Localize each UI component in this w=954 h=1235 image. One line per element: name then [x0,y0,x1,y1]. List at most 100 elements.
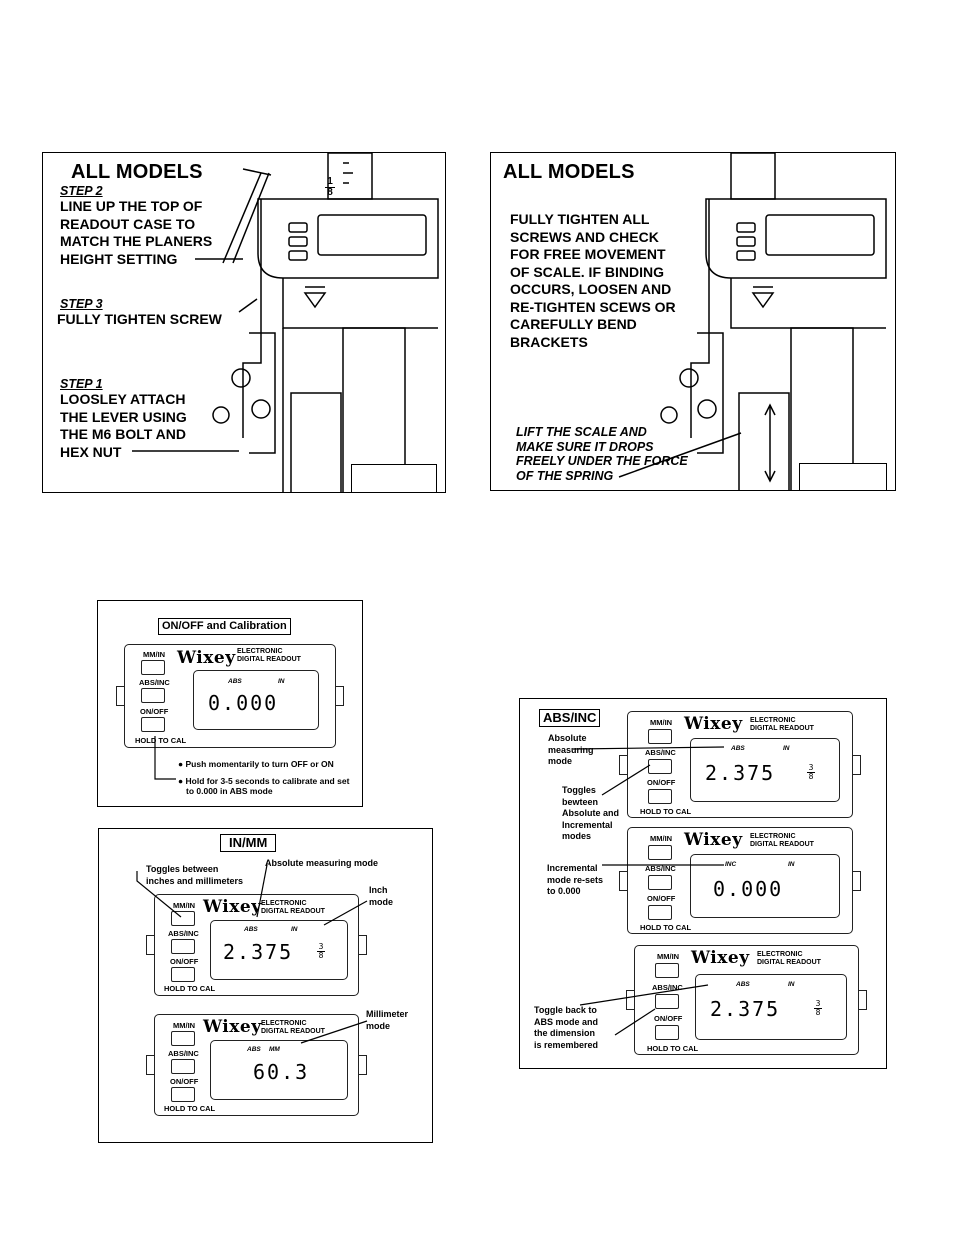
callout-line: Absolute [548,733,587,743]
lcd-display: ABS IN 2.375 3 8 [690,738,840,802]
lift-line: FREELY UNDER THE FORCE [516,454,688,468]
wixey-logo: Wixey [203,897,262,917]
absolute-mode-callout: Absolute measuring mode [548,733,594,768]
brand-line: ELECTRONIC [750,833,796,840]
fraction-numerator: 3 [815,999,821,1008]
on-off-button[interactable] [648,905,672,920]
mm-in-button[interactable] [655,963,679,978]
brand-subtitle: ELECTRONIC DIGITAL READOUT [261,900,325,916]
display-value: 0.000 [208,691,279,715]
mm-in-label: MM/IN [173,901,196,910]
instruction-line: FOR FREE MOVEMENT [510,246,666,262]
lift-scale-instructions: LIFT THE SCALE AND MAKE SURE IT DROPS FR… [516,425,688,483]
callout-line: Inch [369,885,388,895]
mm-in-button[interactable] [171,911,195,926]
hold-to-cal-label: HOLD TO CAL [640,807,692,816]
device-side-tab [146,935,155,955]
top-left-instruction-panel: ALL MODELS 1 8 STEP 2 LINE UP THE TOP OF… [42,152,446,493]
note1-text: Push momentarily to turn OFF or ON [185,759,334,769]
lcd-display: ABS IN 2.375 3 8 [210,920,348,980]
wixey-logo: Wixey [177,648,236,668]
top-right-instruction-panel: ALL MODELS FULLY TIGHTEN ALL SCREWS AND … [490,152,896,491]
device-side-tab [852,754,861,775]
display-fraction: 3 8 [807,764,815,781]
mm-indicator: MM [269,1046,280,1053]
callout-line: mode [548,756,573,766]
figure-number-box [799,463,887,490]
on-off-button[interactable] [171,967,195,982]
note2-text: Hold for 3-5 seconds to calibrate and se… [185,775,350,786]
mm-in-button[interactable] [648,845,672,860]
wixey-logo: Wixey [203,1017,262,1037]
abs-inc-button[interactable] [648,759,672,774]
lift-line: LIFT THE SCALE AND [516,425,647,439]
abs-inc-button[interactable] [171,1059,195,1074]
lcd-display: ABS IN 0.000 [193,670,319,730]
step2-line: LINE UP THE TOP OF [60,198,203,214]
mm-in-button[interactable] [648,729,672,744]
brand-line: ELECTRONIC [750,717,796,724]
panel-title: ALL MODELS [503,161,635,183]
abs-inc-button[interactable] [171,939,195,954]
fraction-numerator: 3 [318,942,324,951]
device-side-tab [852,870,861,891]
wixey-logo: Wixey [684,714,743,734]
in-indicator: IN [278,678,285,685]
abs-inc-button[interactable] [655,994,679,1009]
abs-indicator: ABS [731,745,745,752]
callout-line: mode [366,1020,391,1031]
incremental-mode-callout: Incremental mode re-sets to 0.000 [547,863,603,898]
mm-in-button[interactable] [141,660,165,675]
in-indicator: IN [788,981,795,988]
device-side-tab [358,1055,367,1075]
toggle-units-callout: Toggles between inches and millimeters [146,864,243,887]
instruction-line: OCCURS, LOOSEN AND [510,281,672,297]
device-side-tab [858,990,867,1010]
on-off-button[interactable] [171,1087,195,1102]
note-bullet: ● Hold for 3-5 seconds to calibrate and … [178,775,350,786]
calibration-notes: ● Push momentarily to turn OFF or ON ● H… [178,759,349,797]
toggle-back-callout: Toggle back to ABS mode and the dimensio… [534,1005,598,1051]
digital-readout-device-inch: MM/IN ABS/INC ON/OFF HOLD TO CAL Wixey E… [146,894,367,996]
step2-line: HEIGHT SETTING [60,250,178,267]
mm-in-label: MM/IN [143,650,166,659]
brand-line: DIGITAL READOUT [750,841,814,848]
mm-in-button[interactable] [171,1031,195,1046]
instruction-line: OF SCALE. IF BINDING [510,263,664,280]
instruction-line: FULLY TIGHTEN ALL [510,211,650,227]
brand-subtitle: ELECTRONIC DIGITAL READOUT [750,717,814,733]
note-bullet: ● Push momentarily to turn OFF or ON [178,759,334,769]
step1-text: LOOSLEY ATTACH THE LEVER USING THE M6 BO… [60,391,187,461]
callout-line: mode re-sets [547,874,604,885]
abs-inc-button[interactable] [648,875,672,890]
callout-line: Millimeter [366,1009,409,1019]
on-off-button[interactable] [141,717,165,732]
tighten-instructions: FULLY TIGHTEN ALL SCREWS AND CHECK FOR F… [510,211,676,351]
abs-inc-button[interactable] [141,688,165,703]
digital-readout-device-inc: MM/IN ABS/INC ON/OFF HOLD TO CAL Wixey E… [619,827,861,934]
note-continuation: to 0.000 in ABS mode [186,786,273,796]
panel-title: ABS/INC [539,709,601,727]
on-off-button[interactable] [655,1025,679,1040]
mm-in-label: MM/IN [650,834,673,843]
brand-line: DIGITAL READOUT [261,1028,325,1035]
abs-inc-label: ABS/INC [139,678,170,687]
scale-fraction-numerator: 1 [327,176,333,187]
callout-line: Toggles [562,785,596,795]
on-off-button[interactable] [648,789,672,804]
absolute-mode-callout: Absolute measuring mode [265,858,379,868]
hold-to-cal-label: HOLD TO CAL [647,1044,699,1053]
digital-readout-device: MM/IN ABS/INC ON/OFF HOLD TO CAL Wixey E… [116,644,344,748]
hold-to-cal-label: HOLD TO CAL [164,1104,216,1113]
brand-line: DIGITAL READOUT [757,959,821,966]
digital-readout-device-mm: MM/IN ABS/INC ON/OFF HOLD TO CAL Wixey E… [146,1014,367,1116]
step1-label: STEP 1 [60,377,103,391]
hold-to-cal-label: HOLD TO CAL [135,736,187,745]
callout-line: measuring [548,744,594,755]
instruction-line: CAREFULLY BEND [510,316,637,332]
brand-subtitle: ELECTRONIC DIGITAL READOUT [757,951,821,967]
fraction-numerator: 3 [808,763,814,772]
brand-line: ELECTRONIC [237,648,283,655]
callout-line: ABS mode and [534,1016,599,1027]
device-side-tab [146,1055,155,1075]
